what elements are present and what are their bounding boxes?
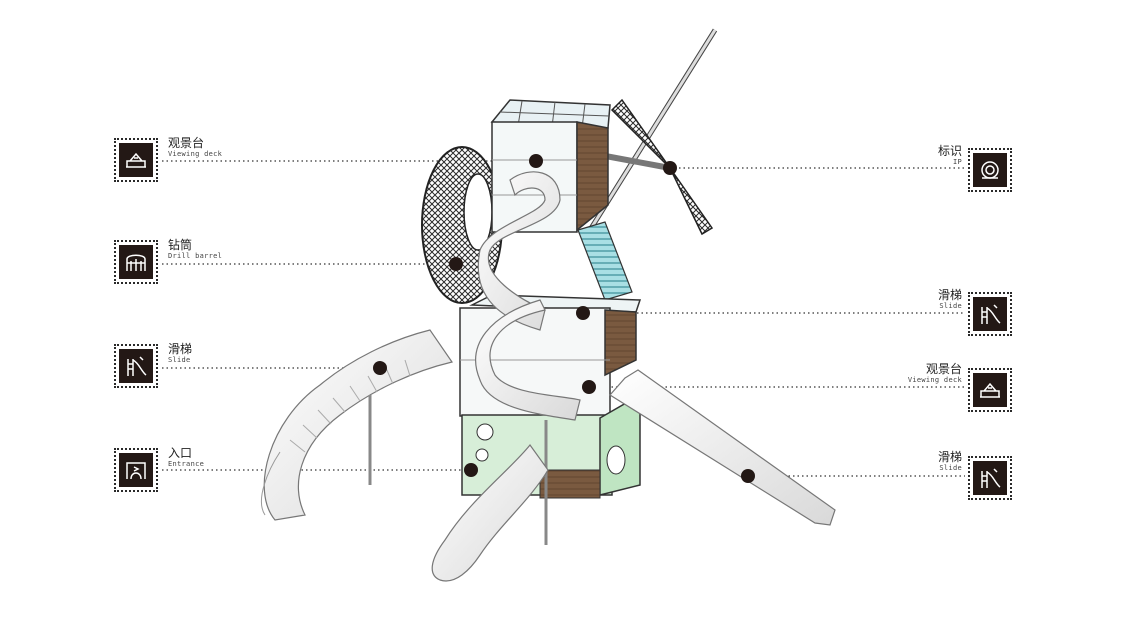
spiral-slide: [431, 171, 581, 582]
left-curved-slide: [260, 329, 453, 521]
slide-icon: [114, 344, 158, 388]
callout-label-ip: 标识 IP: [937, 144, 962, 166]
callout-dot: [373, 361, 387, 375]
callout-label-drill-barrel: 钻筒 Drill barrel: [168, 238, 223, 260]
callout-dot: [582, 380, 596, 394]
callout-dots: [373, 154, 755, 483]
callout-dot: [449, 257, 463, 271]
right-straight-slide: [609, 369, 836, 526]
viewing-deck-icon: [114, 138, 158, 182]
windmill: [587, 28, 718, 236]
callout-dot: [529, 154, 543, 168]
entrance-icon: [114, 448, 158, 492]
callout-label-slide-left: 滑梯 Slide: [168, 342, 193, 364]
callout-label-viewing-deck-left: 观景台 Viewing deck: [168, 136, 223, 158]
callout-label-slide-right-2: 滑梯 Slide: [937, 450, 962, 472]
slide-icon: [968, 292, 1012, 336]
callout-dot: [663, 161, 677, 175]
slide-icon: [968, 456, 1012, 500]
ip-logo-icon: [968, 148, 1012, 192]
drill-barrel-icon: [114, 240, 158, 284]
callout-dot: [464, 463, 478, 477]
callout-label-slide-right-1: 滑梯 Slide: [937, 288, 962, 310]
viewing-deck-icon: [968, 368, 1012, 412]
tower-stairs: [577, 221, 633, 301]
callout-dot: [741, 469, 755, 483]
callout-dot: [576, 306, 590, 320]
callout-label-entrance: 入口 Entrance: [168, 446, 205, 468]
callout-label-viewing-deck-right: 观景台 Viewing deck: [907, 362, 962, 384]
tower-top-deck: [490, 99, 611, 233]
tower-lower-deck: [461, 393, 641, 545]
